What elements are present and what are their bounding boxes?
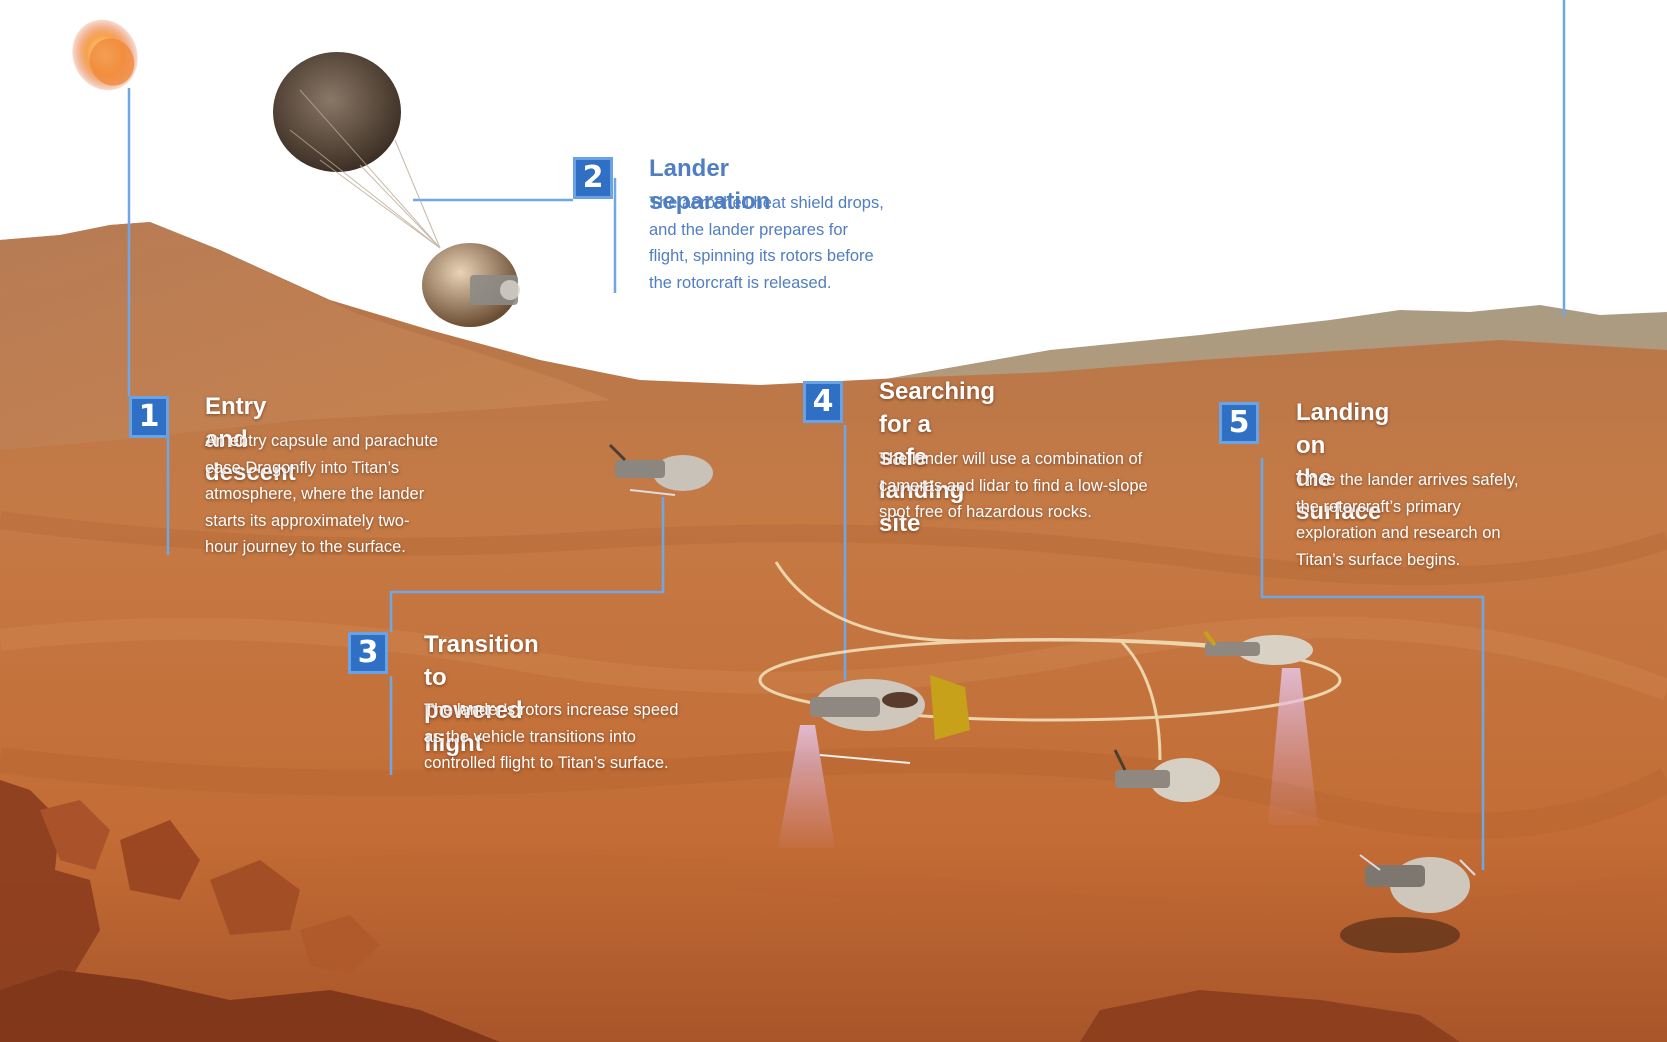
step-description: Once the lander arrives safely, the roto… bbox=[1296, 471, 1519, 569]
step-title: Entry and descent bbox=[205, 393, 296, 486]
step-title: Transition to powered flight bbox=[424, 631, 539, 757]
rotorcraft-icon bbox=[608, 443, 1476, 953]
step-description: The aeroshell heat shield drops, and the… bbox=[649, 194, 884, 292]
lidar-beam-icon bbox=[778, 668, 1318, 848]
step-title: Landing on the surface bbox=[1296, 399, 1390, 525]
flight-path-icon bbox=[758, 561, 1342, 761]
step-description: An entry capsule and parachute ease Drag… bbox=[205, 432, 438, 556]
step-title: Lander separation bbox=[649, 155, 771, 215]
step-description: The lander’s rotors increase speed as th… bbox=[424, 701, 679, 772]
step-number-badge: 3 bbox=[348, 632, 388, 674]
step-number-badge: 1 bbox=[129, 396, 169, 438]
connector-lines bbox=[127, 0, 1566, 870]
step-number-badge: 5 bbox=[1219, 402, 1259, 444]
step-title: Searching for a safe landing site bbox=[879, 378, 996, 537]
step-description: The lander will use a combination of cam… bbox=[879, 450, 1148, 521]
parachute-icon bbox=[273, 52, 441, 249]
entry-capsule-icon bbox=[72, 19, 138, 91]
aeroshell-lander-icon bbox=[422, 243, 520, 327]
step-number-badge: 4 bbox=[803, 381, 843, 423]
foreground-rocks bbox=[0, 780, 1460, 1042]
step-number-badge: 2 bbox=[573, 157, 613, 199]
left-dune bbox=[0, 222, 610, 450]
